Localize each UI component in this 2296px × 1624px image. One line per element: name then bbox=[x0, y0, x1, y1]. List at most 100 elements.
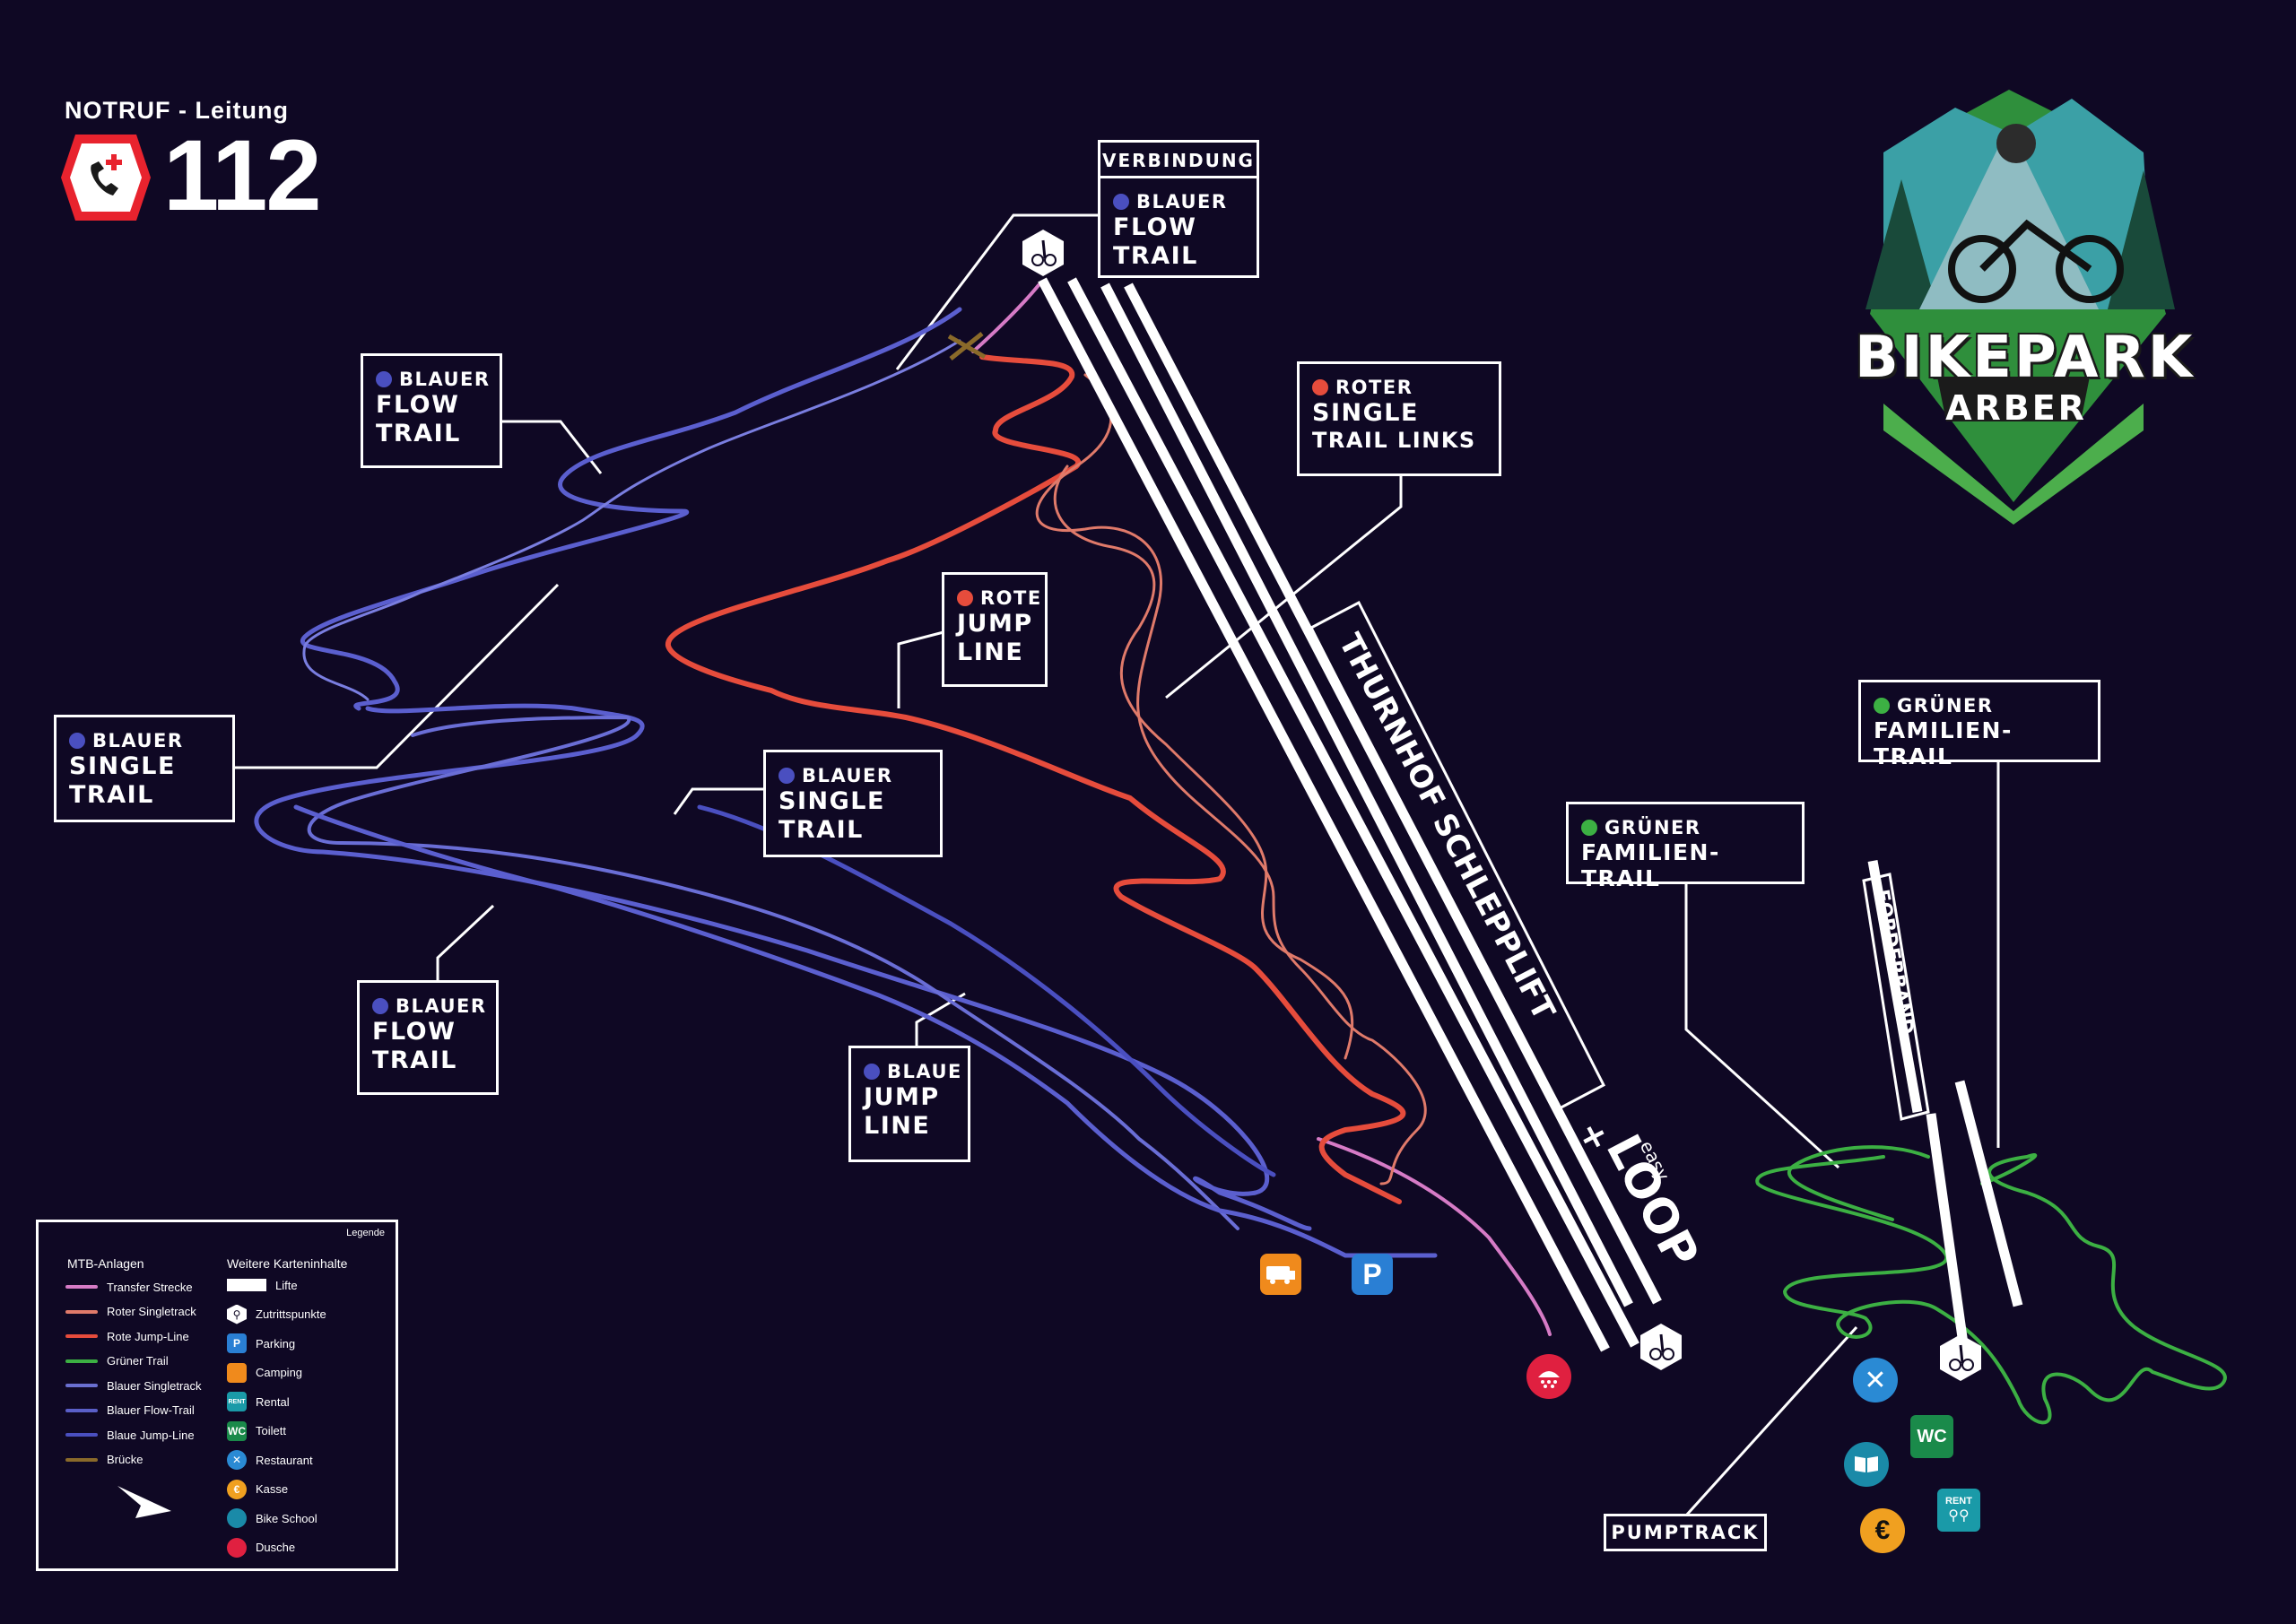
camper-icon bbox=[227, 1362, 247, 1383]
leader-line-blue-flow-top bbox=[502, 420, 603, 474]
lift-label-frame-thurnhof bbox=[1309, 600, 1606, 1113]
parking-icon[interactable]: P bbox=[1352, 1254, 1393, 1295]
label-red-jump-line[interactable]: ROTE JUMP LINE bbox=[942, 572, 1048, 687]
bikepark-logo-icon bbox=[1866, 90, 2175, 525]
legend-swatch bbox=[65, 1359, 98, 1363]
green-dot-icon bbox=[1581, 820, 1597, 837]
leader-line-blue-jump bbox=[915, 992, 966, 1049]
parking-glyph: P bbox=[1362, 1257, 1382, 1290]
emergency-phone-icon bbox=[61, 135, 151, 221]
leader-line-pumptrack bbox=[1684, 1325, 1858, 1517]
legend-trail-label: Grüner Trail bbox=[107, 1354, 169, 1368]
bike-glyph-icon: ⚲⚲ bbox=[1948, 1508, 1970, 1524]
label-kind: GRÜNER bbox=[1605, 817, 1701, 838]
verbindung-header: VERBINDUNG bbox=[1098, 140, 1259, 178]
label-blue-flow-trail-bottom[interactable]: BLAUER FLOW TRAIL bbox=[357, 980, 499, 1095]
legend-trail-label: Brücke bbox=[107, 1453, 144, 1466]
blue-single-trail-mid bbox=[307, 716, 1239, 1230]
euro-icon[interactable]: € bbox=[1860, 1508, 1905, 1553]
lift-label-frame-foerderband bbox=[1862, 873, 1930, 1121]
red-jump-line bbox=[665, 354, 1406, 1204]
red-dot-icon bbox=[1312, 379, 1328, 396]
blue-dot-icon bbox=[372, 998, 388, 1015]
label-verbindung-blue-flow[interactable]: BLAUER FLOW TRAIL bbox=[1098, 176, 1259, 278]
rental-icon[interactable]: RENT⚲⚲ bbox=[1937, 1489, 1980, 1532]
label-blue-single-trail-mid[interactable]: BLAUER SINGLE TRAIL bbox=[763, 750, 943, 857]
blue-dot-icon bbox=[1113, 194, 1129, 211]
label-kind: BLAUER bbox=[92, 730, 184, 751]
legend-feature-item: ✕ Restaurant bbox=[227, 1450, 313, 1470]
verbindung-header-text: VERBINDUNG bbox=[1102, 149, 1255, 171]
label-blue-jump-line[interactable]: BLAUE JUMP LINE bbox=[848, 1046, 970, 1162]
legend-swatch bbox=[65, 1334, 98, 1338]
legend-trail-label: Blauer Flow-Trail bbox=[107, 1403, 195, 1417]
leader-line-green-left bbox=[1684, 883, 1840, 1169]
label-green-family-trail-right[interactable]: GRÜNER FAMILIEN-TRAIL bbox=[1858, 680, 2100, 769]
label-name: SINGLE TRAIL bbox=[778, 786, 885, 844]
camper-icon[interactable] bbox=[1260, 1254, 1301, 1295]
label-blue-single-trail-left[interactable]: BLAUER SINGLE TRAIL bbox=[54, 715, 235, 822]
pumptrack-text: PUMPTRACK bbox=[1611, 1522, 1760, 1543]
emergency-number: 112 bbox=[163, 119, 322, 231]
bike-school-icon[interactable] bbox=[1844, 1442, 1889, 1487]
lift-loop-2 bbox=[1124, 282, 1662, 1305]
legend-feature-item: WC Toilett bbox=[227, 1420, 286, 1441]
blue-dot-icon bbox=[376, 371, 392, 388]
legend-swatch bbox=[65, 1285, 98, 1289]
legend-feature-item: Bike School bbox=[227, 1508, 317, 1528]
leader-line-blue-single-mid bbox=[673, 787, 765, 815]
wc-icon: WC bbox=[227, 1420, 247, 1441]
label-green-family-trail-left[interactable]: GRÜNER FAMILIEN-TRAIL bbox=[1566, 802, 1805, 891]
legend-trail-label: Transfer Strecke bbox=[107, 1280, 193, 1294]
blue-flow-trail-bottom bbox=[293, 804, 1438, 1258]
legend-feature-label: Kasse bbox=[256, 1482, 289, 1496]
legend-trail-item: Roter Singletrack bbox=[65, 1303, 196, 1321]
blue-dot-icon bbox=[778, 768, 795, 785]
euro-glyph: € bbox=[1874, 1515, 1891, 1545]
lift-thurnhof-2 bbox=[1067, 277, 1639, 1348]
label-kind: ROTER bbox=[1335, 377, 1413, 398]
wc-icon[interactable]: WC bbox=[1910, 1415, 1953, 1458]
legend-feature-label: Bike School bbox=[256, 1511, 317, 1525]
leader-line-verbindung bbox=[895, 213, 1101, 370]
label-name: JUMP LINE bbox=[957, 609, 1033, 666]
leader-line-blue-flow-bottom bbox=[436, 904, 495, 981]
transfer-route-top bbox=[971, 283, 1040, 353]
label-kind: BLAUER bbox=[396, 995, 487, 1017]
label-kind: GRÜNER bbox=[1897, 695, 1994, 716]
legend-trail-item: Grüner Trail bbox=[65, 1352, 169, 1370]
restaurant-icon[interactable]: ✕ bbox=[1853, 1358, 1898, 1403]
label-name: JUMP LINE bbox=[864, 1082, 940, 1140]
transfer-route bbox=[1317, 1137, 1552, 1336]
legend-feature-label: Toilett bbox=[256, 1424, 286, 1437]
green-family-trail bbox=[1755, 1153, 2227, 1425]
label-blue-flow-trail-top[interactable]: BLAUER FLOW TRAIL bbox=[361, 353, 502, 468]
legend-feature-item: Lifte bbox=[227, 1276, 298, 1294]
legend-feature-label: Rental bbox=[256, 1394, 290, 1409]
label-name: FLOW TRAIL bbox=[372, 1017, 457, 1074]
label-name: SINGLE bbox=[1312, 398, 1419, 427]
lift-icon bbox=[227, 1279, 266, 1291]
shower-icon[interactable] bbox=[1526, 1354, 1571, 1399]
lift-foerderband-1 bbox=[1867, 860, 1923, 1113]
legend-col2-title: Weitere Karteninhalte bbox=[227, 1256, 348, 1271]
lift-thurnhof-1 bbox=[1038, 277, 1610, 1352]
label-red-single-trail-links[interactable]: ROTER SINGLE TRAIL LINKS bbox=[1297, 361, 1501, 476]
legend-trail-item: Brücke bbox=[65, 1451, 143, 1469]
legend-swatch bbox=[65, 1384, 98, 1387]
legend-feature-label: Lifte bbox=[275, 1278, 298, 1292]
legend-trail-item: Blaue Jump-Line bbox=[65, 1426, 195, 1444]
legend-swatch bbox=[65, 1457, 98, 1462]
label-name-2: TRAIL LINKS bbox=[1312, 427, 1476, 453]
camper-glyph-icon bbox=[1266, 1266, 1295, 1284]
legend-col1-title: MTB-Anlagen bbox=[67, 1256, 144, 1271]
label-pumptrack[interactable]: PUMPTRACK bbox=[1604, 1514, 1767, 1551]
label-name: SINGLE TRAIL bbox=[69, 751, 176, 809]
legend-swatch bbox=[65, 1408, 98, 1412]
logo-title: BIKEPARK bbox=[1855, 325, 2196, 391]
label-name: FAMILIEN-TRAIL bbox=[1581, 838, 1720, 892]
legend-feature-label: Parking bbox=[256, 1336, 296, 1350]
legend-feature-label: Restaurant bbox=[256, 1453, 313, 1467]
restaurant-icon: ✕ bbox=[227, 1450, 247, 1470]
